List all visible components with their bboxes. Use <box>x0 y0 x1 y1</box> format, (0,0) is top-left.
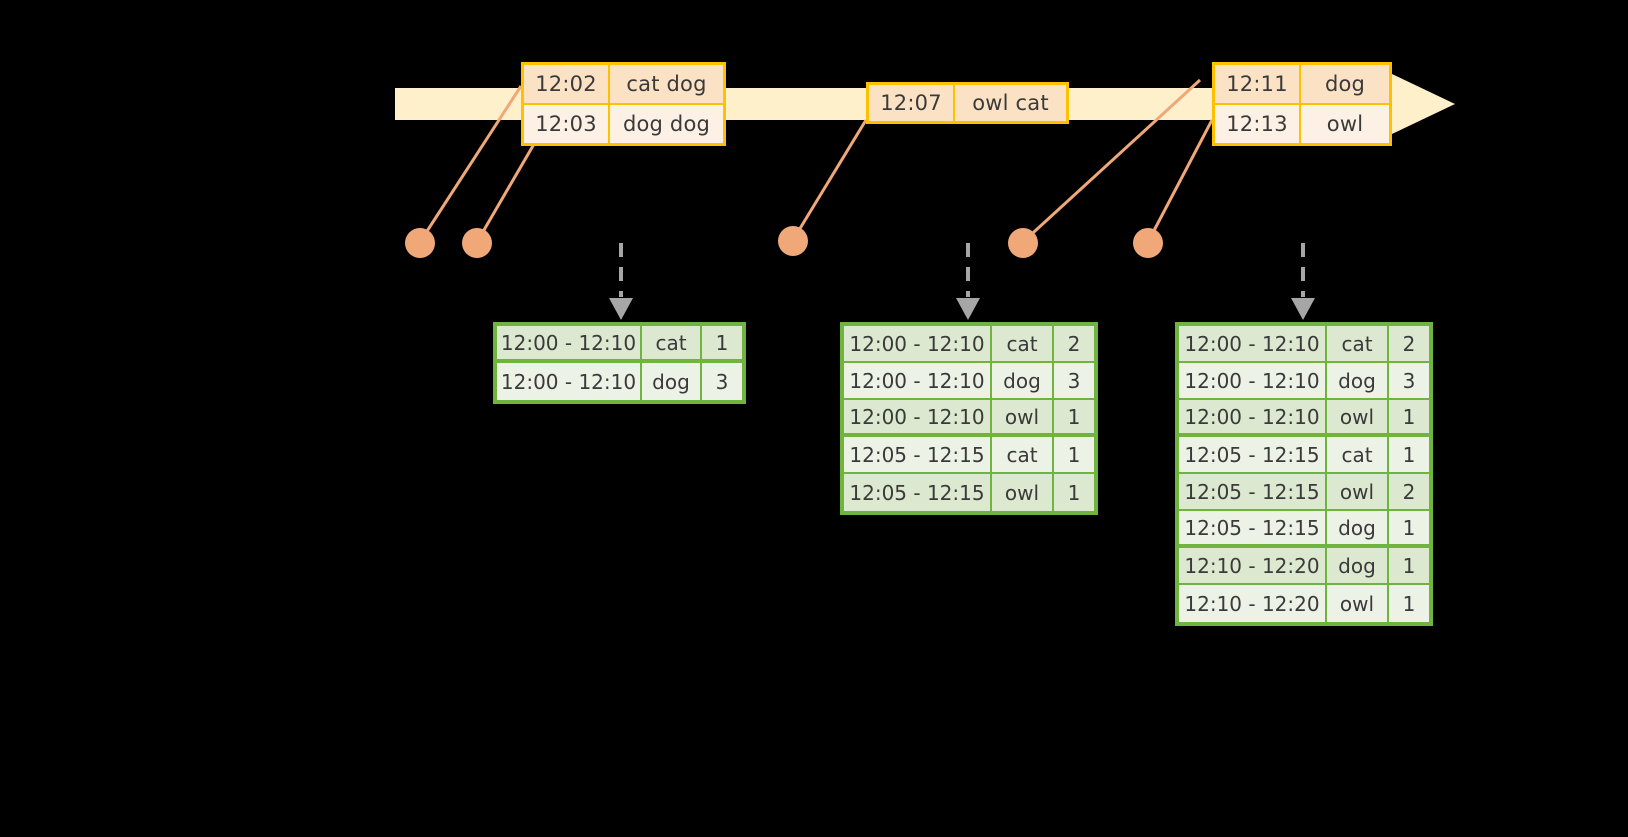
window-cell: 12:10 - 12:20 <box>1179 585 1327 622</box>
table-row[interactable]: 12:00 - 12:10 dog 3 <box>497 363 742 400</box>
window-cell: 12:05 - 12:15 <box>1179 474 1327 511</box>
result-table-2[interactable]: 12:00 - 12:10 cat 2 12:00 - 12:10 dog 3 … <box>840 322 1098 515</box>
table-row[interactable]: 12:00 - 12:10 cat 1 <box>497 326 742 363</box>
table-row[interactable]: 12:00 - 12:10 dog 3 <box>1179 363 1429 400</box>
event-words: cat dog <box>610 65 723 103</box>
event-row[interactable]: 12:11 dog <box>1215 65 1389 103</box>
table-row[interactable]: 12:05 - 12:15 cat 1 <box>844 437 1094 474</box>
word-cell: dog <box>1327 511 1389 548</box>
table-row[interactable]: 12:05 - 12:15 owl 1 <box>844 474 1094 511</box>
table-row[interactable]: 12:00 - 12:10 cat 2 <box>844 326 1094 363</box>
event-dot <box>1133 228 1163 258</box>
count-cell: 1 <box>1389 511 1429 548</box>
count-cell: 3 <box>1389 363 1429 400</box>
count-cell: 1 <box>1054 437 1094 474</box>
window-cell: 12:00 - 12:10 <box>497 363 642 400</box>
word-cell: cat <box>992 326 1054 363</box>
count-cell: 3 <box>702 363 742 400</box>
word-cell: owl <box>992 400 1054 437</box>
window-cell: 12:05 - 12:15 <box>844 474 992 511</box>
event-time: 12:02 <box>524 65 610 103</box>
window-cell: 12:00 - 12:10 <box>844 363 992 400</box>
count-cell: 1 <box>1389 548 1429 585</box>
word-cell: cat <box>992 437 1054 474</box>
result-arrowheads <box>609 298 1315 320</box>
word-cell: owl <box>1327 474 1389 511</box>
event-group-3[interactable]: 12:11 dog 12:13 owl <box>1212 62 1392 146</box>
table-row[interactable]: 12:05 - 12:15 dog 1 <box>1179 511 1429 548</box>
event-time: 12:11 <box>1215 65 1301 103</box>
event-time: 12:13 <box>1215 105 1301 143</box>
count-cell: 1 <box>1389 585 1429 622</box>
word-cell: dog <box>992 363 1054 400</box>
arrowhead-icon <box>1291 298 1315 320</box>
count-cell: 1 <box>1054 400 1094 437</box>
event-words: owl <box>1301 105 1389 143</box>
count-cell: 3 <box>1054 363 1094 400</box>
table-row[interactable]: 12:10 - 12:20 owl 1 <box>1179 585 1429 622</box>
event-row[interactable]: 12:02 cat dog <box>524 65 723 103</box>
table-row[interactable]: 12:05 - 12:15 owl 2 <box>1179 474 1429 511</box>
table-row[interactable]: 12:10 - 12:20 dog 1 <box>1179 548 1429 585</box>
window-cell: 12:00 - 12:10 <box>844 326 992 363</box>
word-cell: owl <box>1327 400 1389 437</box>
window-cell: 12:00 - 12:10 <box>1179 326 1327 363</box>
result-table-1[interactable]: 12:00 - 12:10 cat 1 12:00 - 12:10 dog 3 <box>493 322 746 404</box>
event-group-1[interactable]: 12:02 cat dog 12:03 dog dog <box>521 62 726 146</box>
window-cell: 12:10 - 12:20 <box>1179 548 1327 585</box>
count-cell: 2 <box>1389 474 1429 511</box>
word-cell: owl <box>1327 585 1389 622</box>
word-cell: owl <box>992 474 1054 511</box>
result-arrows <box>619 243 1305 297</box>
event-dot <box>462 228 492 258</box>
window-cell: 12:00 - 12:10 <box>1179 363 1327 400</box>
event-group-2[interactable]: 12:07 owl cat <box>866 82 1069 124</box>
event-time: 12:03 <box>524 105 610 143</box>
result-table-3[interactable]: 12:00 - 12:10 cat 2 12:00 - 12:10 dog 3 … <box>1175 322 1433 626</box>
count-cell: 1 <box>702 326 742 363</box>
event-row[interactable]: 12:03 dog dog <box>524 103 723 143</box>
count-cell: 2 <box>1389 326 1429 363</box>
word-cell: dog <box>642 363 702 400</box>
word-cell: cat <box>1327 437 1389 474</box>
window-cell: 12:00 - 12:10 <box>1179 400 1327 437</box>
event-row[interactable]: 12:07 owl cat <box>869 85 1066 121</box>
word-cell: dog <box>1327 548 1389 585</box>
table-row[interactable]: 12:00 - 12:10 owl 1 <box>1179 400 1429 437</box>
count-cell: 1 <box>1389 437 1429 474</box>
window-cell: 12:00 - 12:10 <box>497 326 642 363</box>
table-row[interactable]: 12:00 - 12:10 cat 2 <box>1179 326 1429 363</box>
event-words: owl cat <box>955 85 1066 121</box>
word-cell: cat <box>642 326 702 363</box>
arrowhead-icon <box>956 298 980 320</box>
window-cell: 12:05 - 12:15 <box>1179 511 1327 548</box>
count-cell: 2 <box>1054 326 1094 363</box>
table-row[interactable]: 12:00 - 12:10 owl 1 <box>844 400 1094 437</box>
table-row[interactable]: 12:05 - 12:15 cat 1 <box>1179 437 1429 474</box>
word-cell: cat <box>1327 326 1389 363</box>
arrowhead-icon <box>609 298 633 320</box>
count-cell: 1 <box>1054 474 1094 511</box>
window-cell: 12:00 - 12:10 <box>844 400 992 437</box>
window-cell: 12:05 - 12:15 <box>1179 437 1327 474</box>
count-cell: 1 <box>1389 400 1429 437</box>
event-words: dog dog <box>610 105 723 143</box>
event-time: 12:07 <box>869 85 955 121</box>
event-row[interactable]: 12:13 owl <box>1215 103 1389 143</box>
event-dot <box>778 226 808 256</box>
event-dot <box>405 228 435 258</box>
event-words: dog <box>1301 65 1389 103</box>
window-cell: 12:05 - 12:15 <box>844 437 992 474</box>
event-dots <box>405 226 1163 258</box>
event-dot <box>1008 228 1038 258</box>
word-cell: dog <box>1327 363 1389 400</box>
table-row[interactable]: 12:00 - 12:10 dog 3 <box>844 363 1094 400</box>
